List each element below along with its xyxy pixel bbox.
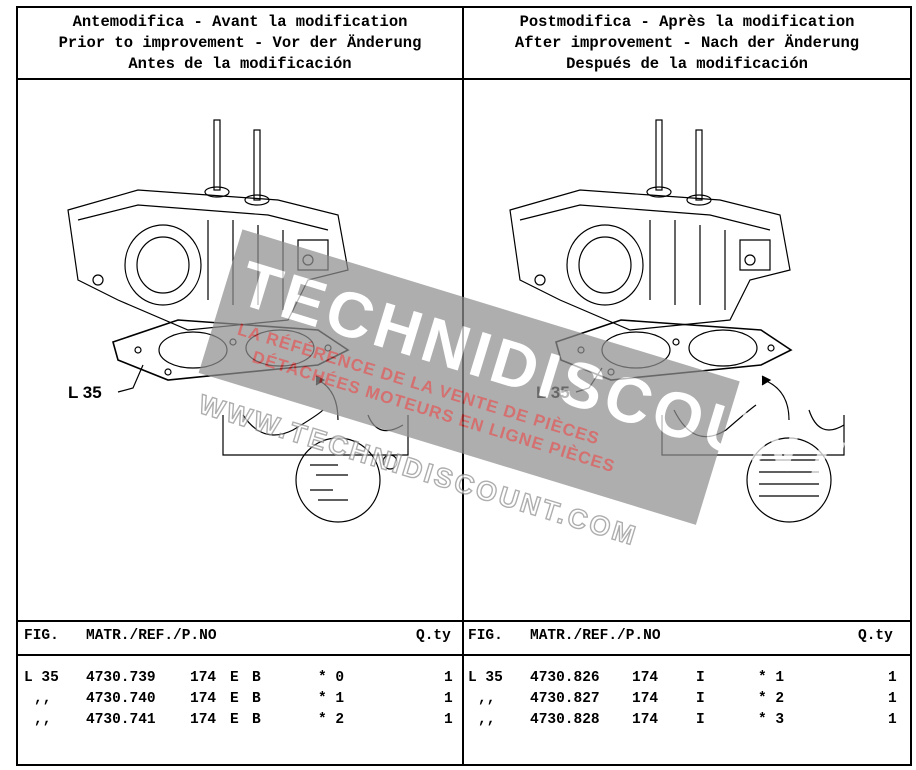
header-before-line-1: Antemodifica - Avant la modification bbox=[72, 12, 408, 31]
header-before: Antemodifica - Avant la modification Pri… bbox=[18, 8, 462, 78]
cell-fig: ,, bbox=[34, 691, 52, 707]
cell-c2: B bbox=[252, 670, 261, 686]
cell-c1: E bbox=[230, 691, 239, 707]
engine-gasket-drawing-after: L 35 bbox=[509, 119, 845, 523]
cell-variant: * 1 bbox=[318, 691, 345, 707]
table-row: L 35 4730.826 174 I * 1 1 bbox=[468, 670, 904, 691]
cell-fig: L 35 bbox=[24, 670, 59, 686]
cell-fig: L 35 bbox=[468, 670, 503, 686]
cell-qty: 1 bbox=[888, 691, 897, 707]
header-rule bbox=[18, 78, 910, 80]
table-header-before: FIG. MATR./REF./P.NO Q.ty bbox=[24, 628, 460, 652]
header-after-line-2: After improvement - Nach der Änderung bbox=[514, 33, 860, 52]
cell-c2: B bbox=[252, 712, 261, 728]
illustration-before: L 35 bbox=[18, 80, 462, 620]
cell-c1: I bbox=[696, 712, 705, 728]
table-top-rule bbox=[18, 620, 910, 622]
cell-c1: E bbox=[230, 712, 239, 728]
header-qty: Q.ty bbox=[416, 628, 451, 644]
cell-variant: * 1 bbox=[758, 670, 785, 686]
callout-label-after: L 35 bbox=[536, 383, 570, 402]
header-before-line-3: Antes de la modificación bbox=[128, 54, 352, 73]
cell-model: 174 bbox=[632, 712, 659, 728]
table-row: L 35 4730.739 174 E B * 0 1 bbox=[24, 670, 460, 691]
cell-variant: * 2 bbox=[758, 691, 785, 707]
parts-sheet: Antemodifica - Avant la modification Pri… bbox=[16, 6, 912, 766]
cell-qty: 1 bbox=[444, 712, 453, 728]
cell-model: 174 bbox=[190, 691, 217, 707]
header-after: Postmodifica - Après la modification Aft… bbox=[464, 8, 910, 78]
cell-qty: 1 bbox=[888, 712, 897, 728]
cell-ref: 4730.826 bbox=[530, 670, 600, 686]
cell-c1: E bbox=[230, 670, 239, 686]
cell-fig: ,, bbox=[478, 712, 496, 728]
table-row: ,, 4730.740 174 E B * 1 1 bbox=[24, 691, 460, 712]
cell-c1: I bbox=[696, 691, 705, 707]
cell-model: 174 bbox=[632, 670, 659, 686]
cell-c2: B bbox=[252, 691, 261, 707]
cell-ref: 4730.827 bbox=[530, 691, 600, 707]
table-header-after: FIG. MATR./REF./P.NO Q.ty bbox=[468, 628, 904, 652]
cell-qty: 1 bbox=[888, 670, 897, 686]
header-fig: FIG. bbox=[24, 628, 59, 644]
table-header-rule bbox=[18, 654, 910, 656]
header-fig: FIG. bbox=[468, 628, 503, 644]
cell-ref: 4730.741 bbox=[86, 712, 156, 728]
cell-qty: 1 bbox=[444, 691, 453, 707]
cell-fig: ,, bbox=[478, 691, 496, 707]
header-matr: MATR./REF./P.NO bbox=[530, 628, 661, 644]
header-matr: MATR./REF./P.NO bbox=[86, 628, 217, 644]
cell-ref: 4730.740 bbox=[86, 691, 156, 707]
cell-model: 174 bbox=[190, 712, 217, 728]
cell-model: 174 bbox=[190, 670, 217, 686]
cell-c1: I bbox=[696, 670, 705, 686]
cell-fig: ,, bbox=[34, 712, 52, 728]
cell-variant: * 0 bbox=[318, 670, 345, 686]
header-before-line-2: Prior to improvement - Vor der Änderung bbox=[58, 33, 422, 52]
header-after-line-3: Después de la modificación bbox=[566, 54, 808, 73]
cell-variant: * 3 bbox=[758, 712, 785, 728]
table-row: ,, 4730.828 174 I * 3 1 bbox=[468, 712, 904, 733]
table-row: ,, 4730.827 174 I * 2 1 bbox=[468, 691, 904, 712]
callout-label-before: L 35 bbox=[68, 383, 102, 402]
cell-variant: * 2 bbox=[318, 712, 345, 728]
cell-ref: 4730.828 bbox=[530, 712, 600, 728]
cell-model: 174 bbox=[632, 691, 659, 707]
cell-ref: 4730.739 bbox=[86, 670, 156, 686]
header-qty: Q.ty bbox=[858, 628, 893, 644]
table-row: ,, 4730.741 174 E B * 2 1 bbox=[24, 712, 460, 733]
illustration-after: L 35 bbox=[464, 80, 910, 620]
header-after-line-1: Postmodifica - Après la modification bbox=[519, 12, 855, 31]
engine-gasket-drawing-before: L 35 bbox=[67, 119, 409, 523]
cell-qty: 1 bbox=[444, 670, 453, 686]
